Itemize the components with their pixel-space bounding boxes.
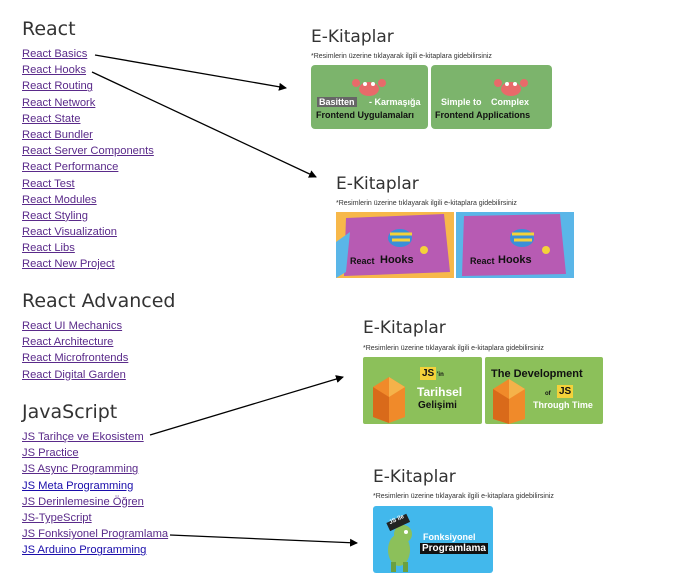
arrow-js-tarihce-to-ebooks	[149, 375, 344, 436]
javascript-link-list: JS Tarihçe ve Ekosistem JS Practice JS A…	[22, 429, 168, 559]
book-label-3a: React	[350, 256, 375, 266]
section-title-react: React	[22, 18, 76, 40]
link-react-bundler[interactable]: React Bundler	[22, 128, 93, 141]
link-react-routing[interactable]: React Routing	[22, 80, 93, 93]
link-react-server-components[interactable]: React Server Components	[22, 145, 154, 158]
link-react-ui-mechanics[interactable]: React UI Mechanics	[22, 320, 123, 332]
ebooks-note-1: *Resimlerin üzerine tıklayarak ilgili e-…	[311, 53, 492, 60]
link-js-tarihce[interactable]: JS Tarihçe ve Ekosistem	[22, 431, 144, 443]
book-label-7c: Programlama	[420, 543, 488, 554]
ebook-cover-js-fonksiyonel-programlama[interactable]: JS ile Fonksiyonel Programlama	[373, 506, 493, 573]
react-link-list: React Basics React Hooks React Routing R…	[22, 46, 154, 273]
ebooks-title-4: E-Kitaplar	[373, 467, 456, 487]
link-react-styling[interactable]: React Styling	[22, 209, 88, 222]
book-label-2a: Simple to	[441, 97, 482, 107]
ebook-cover-development-of-js[interactable]: The Development of JS Through Time	[485, 357, 603, 424]
book-label-2c: Frontend Applications	[435, 110, 531, 120]
book-label-5d: Gelişimi	[418, 400, 457, 411]
ebooks-title-1: E-Kitaplar	[311, 27, 394, 47]
fox-icon	[373, 377, 405, 423]
link-js-meta[interactable]: JS Meta Programming	[22, 479, 134, 492]
link-react-architecture[interactable]: React Architecture	[22, 336, 114, 349]
link-js-arduino[interactable]: JS Arduino Programming	[22, 544, 147, 557]
ebooks-note-4: *Resimlerin üzerine tıklayarak ilgili e-…	[373, 493, 554, 500]
ebooks-note-2: *Resimlerin üzerine tıklayarak ilgili e-…	[336, 200, 517, 207]
ebook-cover-basitten-karmasiga[interactable]: Basitten - Karmaşığa Frontend Uygulamala…	[311, 65, 428, 129]
section-title-javascript: JavaScript	[22, 401, 118, 423]
arrow-react-hooks-to-ebooks	[91, 71, 317, 178]
fox-icon	[493, 379, 525, 424]
arrow-js-fonksiyonel-to-ebooks	[169, 534, 358, 547]
link-js-async[interactable]: JS Async Programming	[22, 463, 139, 476]
link-react-basics[interactable]: React Basics	[22, 48, 88, 60]
book-label-6c: JS	[557, 385, 574, 398]
link-js-practice[interactable]: JS Practice	[22, 447, 79, 460]
ebooks-title-2: E-Kitaplar	[336, 174, 419, 194]
crab-icon	[494, 79, 528, 96]
book-label-4a: React	[470, 256, 495, 266]
link-react-state[interactable]: React State	[22, 112, 81, 125]
book-label-1b: - Karmaşığa	[369, 97, 421, 107]
book-label-2b: Complex	[491, 97, 530, 107]
crab-icon	[352, 79, 386, 96]
link-js-derinlemesine[interactable]: JS Derinlemesine Öğren	[22, 495, 144, 508]
ebook-cover-react-hooks-2[interactable]: React Hooks	[456, 212, 574, 278]
ebooks-title-3: E-Kitaplar	[363, 318, 446, 338]
link-react-digital-garden[interactable]: React Digital Garden	[22, 368, 126, 381]
book-label-7b: Fonksiyonel	[423, 532, 476, 542]
link-react-microfrontends[interactable]: React Microfrontends	[22, 352, 129, 365]
book-label-1c: Frontend Uygulamaları	[316, 110, 415, 120]
book-label-1a: Basitten	[317, 97, 357, 107]
link-react-modules[interactable]: React Modules	[22, 193, 97, 206]
link-react-hooks[interactable]: React Hooks	[22, 64, 87, 77]
section-title-react-advanced: React Advanced	[22, 290, 176, 312]
link-react-visualization[interactable]: React Visualization	[22, 226, 117, 239]
dinosaur-icon	[386, 513, 412, 572]
ebook-cover-react-hooks-1[interactable]: React Hooks	[336, 212, 454, 278]
arrow-react-basics-to-ebooks	[94, 54, 287, 91]
ebooks-note-3: *Resimlerin üzerine tıklayarak ilgili e-…	[363, 345, 544, 352]
link-react-libs[interactable]: React Libs	[22, 242, 75, 255]
book-label-6a: The Development	[491, 368, 583, 380]
book-label-5b: 'in	[437, 372, 444, 378]
link-js-typescript[interactable]: JS-TypeScript	[22, 511, 92, 524]
fish-icon	[462, 214, 566, 276]
react-advanced-link-list: React UI Mechanics React Architecture Re…	[22, 318, 128, 383]
link-react-new-project[interactable]: React New Project	[22, 258, 115, 271]
link-react-test[interactable]: React Test	[22, 177, 75, 190]
ebook-cover-js-tarihsel-gelisim[interactable]: JS 'in Tarihsel Gelişimi	[363, 357, 482, 424]
fish-icon	[336, 214, 450, 278]
link-react-network[interactable]: React Network	[22, 96, 96, 109]
book-label-6b: of	[545, 391, 551, 397]
book-label-5a: JS	[420, 367, 437, 380]
link-react-performance[interactable]: React Performance	[22, 161, 119, 174]
book-label-3b: Hooks	[380, 254, 414, 266]
book-label-6d: Through Time	[533, 400, 593, 410]
book-label-4b: Hooks	[498, 254, 532, 266]
ebook-cover-simple-to-complex[interactable]: Simple to Complex Frontend Applications	[431, 65, 552, 129]
link-js-fonksiyonel[interactable]: JS Fonksiyonel Programlama	[22, 528, 169, 541]
book-label-5c: Tarihsel	[417, 385, 463, 399]
